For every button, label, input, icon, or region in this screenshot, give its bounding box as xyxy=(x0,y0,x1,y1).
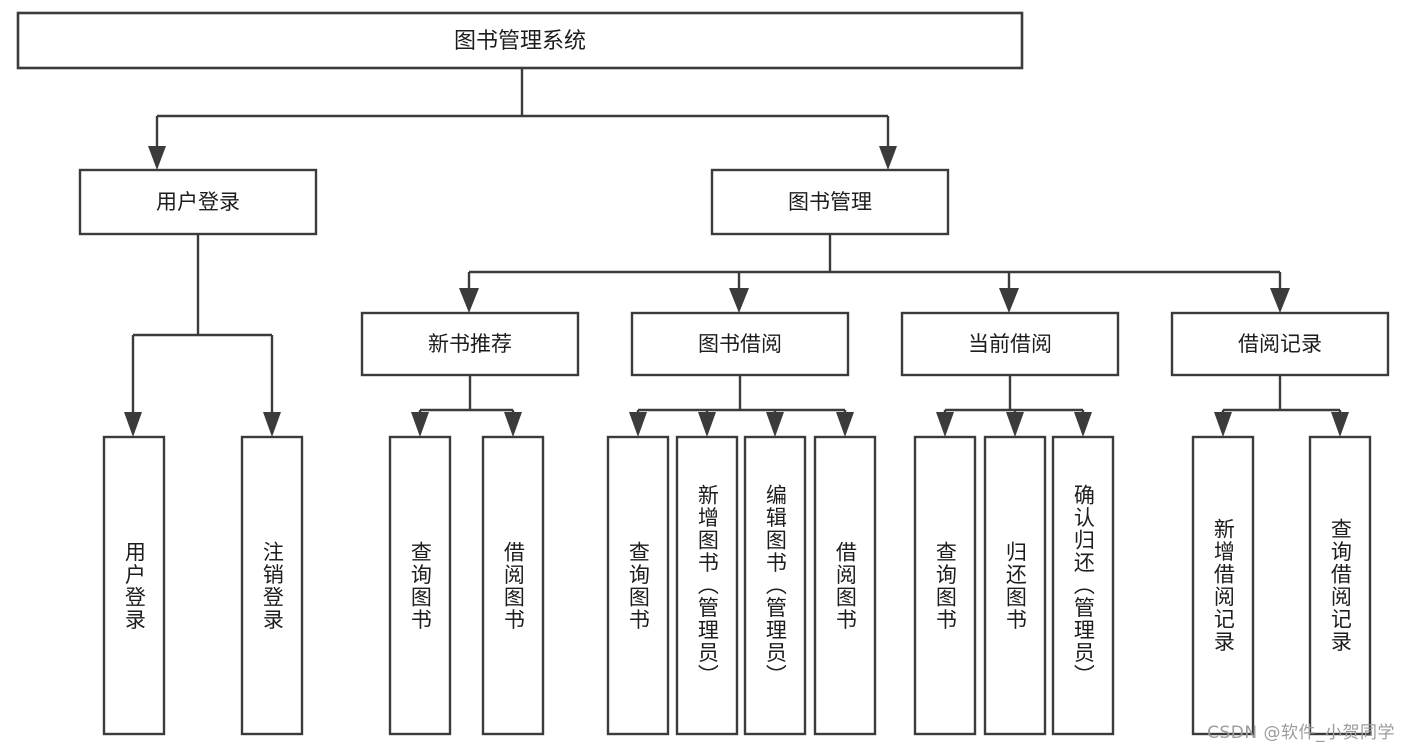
leaf-box-user-login[interactable] xyxy=(102,435,166,736)
arrowhead-leaf-query-book-3 xyxy=(936,412,954,437)
node-root-box[interactable] xyxy=(16,11,1024,70)
leaf-box-edit-book[interactable] xyxy=(743,435,807,736)
node-book-borrow-label: 图书借阅 xyxy=(698,332,782,356)
arrowhead-current-borrow xyxy=(999,288,1019,313)
arrowhead-leaf-add-book xyxy=(698,412,716,437)
node-current-borrow-box[interactable] xyxy=(900,311,1120,377)
node-book-borrow-box[interactable] xyxy=(630,311,850,377)
watermark-text: CSDN @软件_小贺同学 xyxy=(1207,723,1395,743)
arrowhead-leaf-add-record xyxy=(1214,412,1232,437)
leaf-box-add-record[interactable] xyxy=(1191,435,1255,736)
arrowhead-leaf-edit-book xyxy=(766,412,784,437)
arrowhead-leaf-user-login xyxy=(124,412,142,437)
arrowhead-new-book-recommend xyxy=(459,288,479,313)
leaf-box-query-book-1[interactable] xyxy=(388,435,452,736)
arrowhead-book-borrow xyxy=(729,288,749,313)
leaf-box-borrow-book-1[interactable] xyxy=(481,435,545,736)
leaf-box-query-book-3[interactable] xyxy=(913,435,977,736)
node-borrow-record-box[interactable] xyxy=(1170,311,1390,377)
node-current-borrow-label: 当前借阅 xyxy=(968,332,1052,356)
leaf-box-return-book[interactable] xyxy=(983,435,1047,736)
arrowhead-leaf-query-record xyxy=(1331,412,1349,437)
node-user-login-label: 用户登录 xyxy=(156,190,240,214)
node-book-management-label: 图书管理 xyxy=(788,190,872,214)
arrowhead-leaf-query-book-2 xyxy=(629,412,647,437)
arrowhead-leaf-logout xyxy=(263,412,281,437)
leaf-box-query-record[interactable] xyxy=(1308,435,1372,736)
node-book-management-box[interactable] xyxy=(710,168,950,236)
arrowhead-leaf-borrow-book-1 xyxy=(504,412,522,437)
leaf-box-add-book[interactable] xyxy=(675,435,739,736)
leaf-box-query-book-2[interactable] xyxy=(606,435,670,736)
arrowhead-leaf-return-book xyxy=(1006,412,1024,437)
arrowhead-leaf-confirm-return xyxy=(1074,412,1092,437)
node-root-label: 图书管理系统 xyxy=(454,29,586,54)
leaf-box-confirm-return[interactable] xyxy=(1051,435,1115,736)
node-new-book-recommend-box[interactable] xyxy=(360,311,580,377)
leaf-box-borrow-book-2[interactable] xyxy=(813,435,877,736)
node-new-book-recommend-label: 新书推荐 xyxy=(428,332,512,356)
node-borrow-record-label: 借阅记录 xyxy=(1238,332,1322,356)
arrowhead-borrow-record xyxy=(1270,288,1290,313)
arrowhead-leaf-query-book-1 xyxy=(411,412,429,437)
arrowhead-leaf-borrow-book-2 xyxy=(836,412,854,437)
arrowhead-book-mgmt xyxy=(879,146,897,170)
leaf-box-logout[interactable] xyxy=(240,435,304,736)
arrowhead-user-login xyxy=(148,146,166,170)
